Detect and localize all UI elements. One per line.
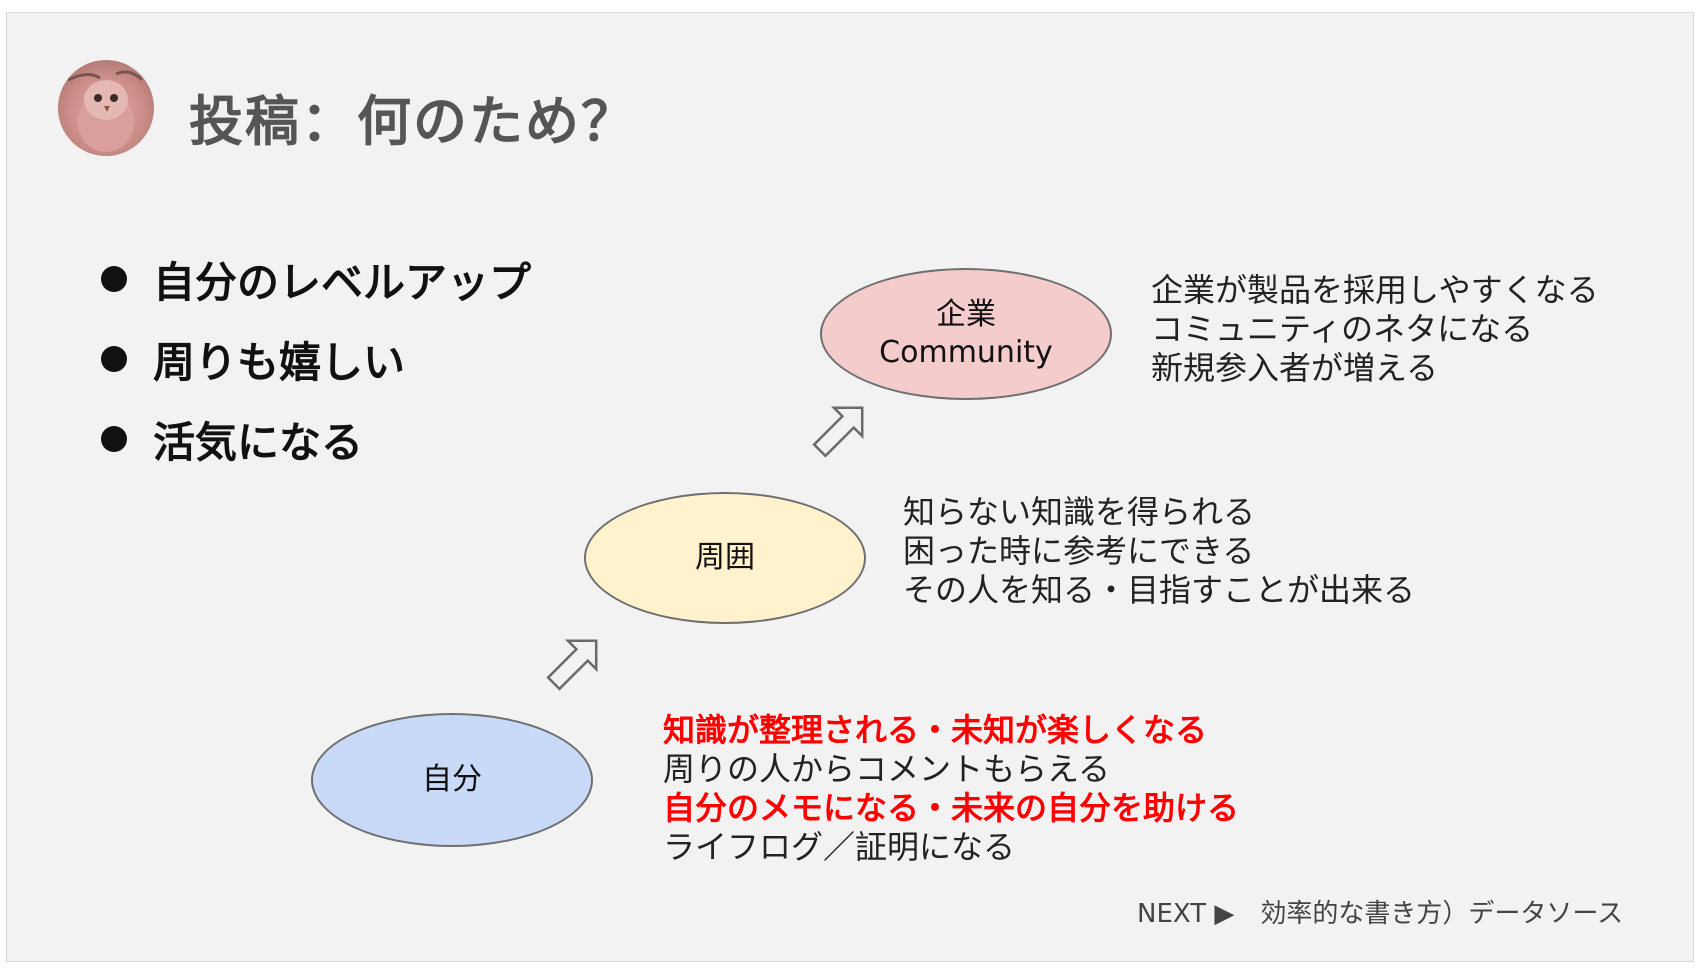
level-self-label: 自分 [422, 762, 482, 797]
bullet-text: 活気になる [153, 417, 364, 467]
description-line: 周りの人からコメントもらえる [663, 750, 1111, 788]
description-line: 知らない知識を得られる [903, 493, 1256, 531]
up-right-arrow-icon [546, 639, 598, 691]
bird-avatar-icon [58, 60, 154, 156]
description-line: 困った時に参考にできる [903, 532, 1255, 570]
bullet-dot-icon [101, 346, 127, 372]
level-company-ellipse: 企業 Community [820, 268, 1112, 400]
description-line: コミュニティのネタになる [1151, 310, 1534, 348]
description-line-highlight: 自分のメモになる・未来の自分を助ける [663, 789, 1240, 827]
level-self-ellipse: 自分 [311, 713, 593, 847]
page-title: 投稿：何のため？ [189, 90, 637, 153]
description-line: 新規参入者が増える [1151, 349, 1439, 387]
bullet-dot-icon [101, 266, 127, 292]
level-around-label: 周囲 [695, 540, 755, 575]
level-company-label: 企業 [936, 297, 996, 332]
description-line: 企業が製品を採用しやすくなる [1151, 271, 1599, 309]
around-description: 知らない知識を得られる 困った時に参考にできる その人を知る・目指すことが出来る [903, 493, 1415, 610]
bullet-text: 自分のレベルアップ [153, 257, 532, 307]
level-around-ellipse: 周囲 [584, 492, 866, 624]
bullet-item: 活気になる [101, 399, 531, 479]
next-topic-link[interactable]: NEXT ▶ 効率的な書き方）データソース [1137, 899, 1624, 929]
level-company-label-en: Community [879, 335, 1053, 370]
bullet-item: 自分のレベルアップ [101, 239, 531, 319]
description-line: ライフログ／証明になる [663, 828, 1016, 866]
bullet-list: 自分のレベルアップ 周りも嬉しい 活気になる [101, 239, 531, 479]
slide: 投稿：何のため？ 自分のレベルアップ 周りも嬉しい 活気になる 企業 Commu… [6, 12, 1694, 962]
description-line: その人を知る・目指すことが出来る [903, 571, 1416, 609]
self-description: 知識が整理される・未知が楽しくなる 周りの人からコメントもらえる 自分のメモにな… [663, 711, 1239, 867]
bullet-item: 周りも嬉しい [101, 319, 531, 399]
company-description: 企業が製品を採用しやすくなる コミュニティのネタになる 新規参入者が増える [1151, 271, 1599, 388]
bullet-dot-icon [101, 426, 127, 452]
up-right-arrow-icon [812, 406, 864, 458]
description-line-highlight: 知識が整理される・未知が楽しくなる [663, 711, 1208, 749]
bullet-text: 周りも嬉しい [153, 337, 406, 387]
